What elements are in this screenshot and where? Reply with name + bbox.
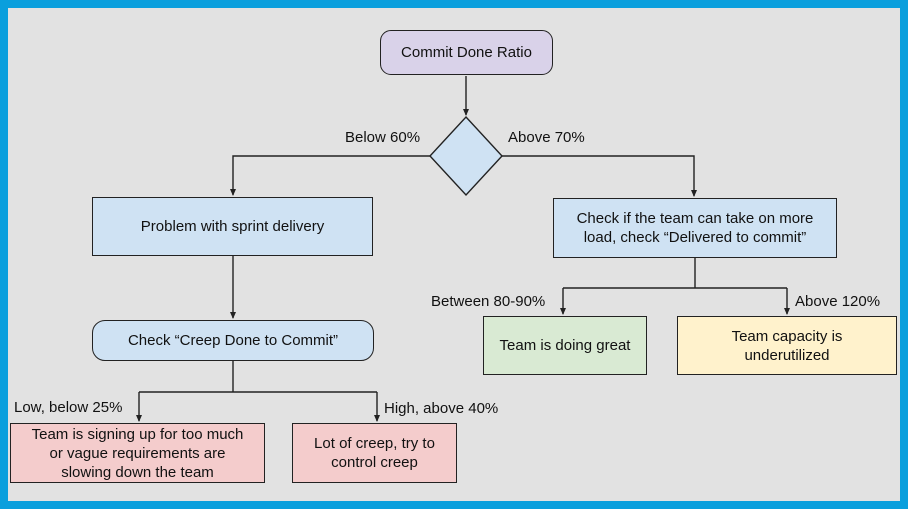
node-text-line: Team is signing up for too much	[31, 425, 244, 443]
node-text-line: load, check “Delivered to commit”	[583, 229, 807, 246]
node-text-line: underutilized	[744, 346, 830, 364]
node-text-line: Team capacity is	[731, 327, 843, 345]
node-text-line: Check if the team can take on more	[576, 210, 814, 227]
edge-label-between-80-90: Between 80-90%	[431, 293, 546, 310]
edge-decision-to-check-delivered	[502, 155, 697, 197]
node-too-much-or-vague-requirements: Team is signing up for too much or vague…	[10, 423, 265, 483]
edge-label-low-below-25: Low, below 25%	[14, 399, 123, 416]
node-team-capacity-underutilized: Team capacity is underutilized	[677, 316, 897, 375]
node-team-doing-great: Team is doing great	[483, 316, 647, 375]
edge-decision-to-problem	[230, 155, 430, 196]
node-problem-with-sprint-delivery: Problem with sprint delivery	[92, 197, 373, 256]
node-check-creep-done-to-commit: Check “Creep Done to Commit”	[92, 320, 374, 361]
node-text-line: or vague requirements are	[49, 444, 226, 462]
node-check-delivered-to-commit: Check if the team can take on more load,…	[553, 198, 837, 258]
edge-label-above-120: Above 120%	[795, 293, 881, 310]
node-lot-of-creep: Lot of creep, try to control creep	[292, 423, 457, 483]
node-text-line: slowing down the team	[61, 463, 214, 481]
edge-label-below-60: Below 60%	[345, 129, 421, 146]
decision-diamond	[429, 115, 503, 197]
node-text-line: Lot of creep, try to	[314, 435, 435, 452]
node-text-line: control creep	[331, 454, 418, 471]
edge-label-above-70: Above 70%	[508, 129, 585, 146]
node-commit-done-ratio: Commit Done Ratio	[380, 30, 553, 75]
edge-label-high-above-40: High, above 40%	[384, 400, 499, 417]
